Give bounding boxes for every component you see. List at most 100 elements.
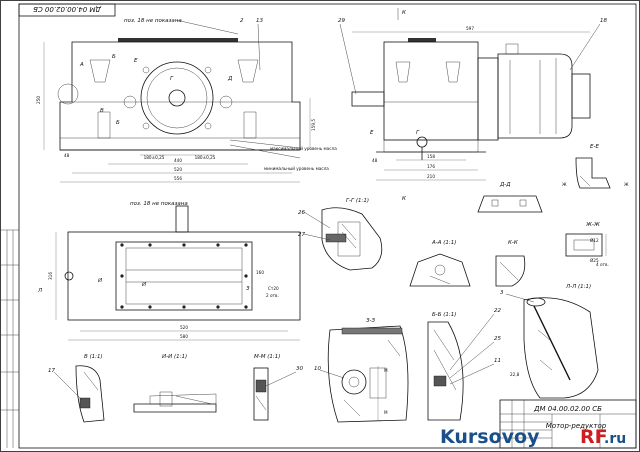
dim-plan-inner: 520 [180,325,188,330]
marker-k-side-bottom: К [402,196,407,202]
callout-10: 10 [314,366,321,372]
dim-side-inner: 176 [427,164,435,169]
site-watermark: Kursovoy RF .ru [440,426,626,448]
cover-strip [118,38,238,42]
title-hh: Ж-Ж [585,222,601,228]
title-bb: Б-Б (1:1) [432,312,456,318]
marker-i-plan: И [142,282,146,288]
marker-e-front: Е [134,58,138,64]
stamp-title: Мотор-редуктор [546,422,607,430]
marker-e-side: Е [370,130,374,136]
callout-13: 13 [256,18,263,24]
title-v: В (1:1) [84,354,103,360]
dim-ee-2: Ø25 [590,258,599,263]
electric-motor [497,53,573,139]
title-ii: И-И (1:1) [162,354,187,360]
callout-3: 3 [500,290,504,296]
marker-b-front-top: Б [112,54,116,60]
dim-side-foot: 48 [372,158,378,163]
marker-d-front: Д [227,76,233,82]
callout-26: 26 [298,210,305,216]
section-dd: Д-Д [477,182,543,213]
section-v: В (1:1) 17 [48,354,105,423]
callout-27: 27 [298,232,305,238]
dim-front-half-r: 180±0,25 [195,155,216,160]
title-mm: М-М (1:1) [254,354,280,360]
marker-g-side: Г [416,130,420,136]
note-plan: поз. 18 не показана [130,201,188,207]
section-aa: А-А (1:1) [409,240,471,287]
watermark-dom: .ru [604,431,626,447]
marker-v-front: В [100,108,104,114]
marker-b-front-bottom: Б [116,120,120,126]
shaft-bore [168,89,186,107]
dim-front-base: 520 [174,167,182,172]
callout-11: 11 [494,358,501,364]
title-kk: К-К [508,240,519,246]
section-ee: Е-Е Ж Ж [562,144,629,189]
watermark-main: Kursovoy [440,426,540,448]
callout-18: 18 [600,18,607,24]
sheet-inner-frame [18,3,637,449]
section-kk: К-К [495,240,526,287]
watermark-rf: RF [580,426,608,448]
dim-plan-width: 580 [180,334,188,339]
marker-h-ee-right: Ж [624,182,629,187]
marker-m-zz-bottom: М [384,410,388,415]
note-bolt: Ст20 [268,286,279,291]
stamp-code: ДМ 04.00.02.00 СБ [533,405,602,413]
title-aa: А-А (1:1) [431,240,456,246]
plan-body [67,231,301,321]
plan-view: поз. 18 не показана 580 520 316 160 Ст20… [37,201,301,341]
section-zz: З-З 10 М М [314,318,409,423]
flange-outer [140,61,214,135]
dim-plan-height: 316 [48,272,53,280]
section-hh: Ж-Ж 4 отв. Ø12 Ø25 [565,222,609,267]
note-bolt-count: 2 отв. [266,293,279,298]
title-zz: З-З [366,318,376,324]
callout-25: 25 [494,336,501,342]
callout-30: 30 [296,366,303,372]
dim-side-width: 597 [466,26,474,31]
callout-29: 29 [338,18,345,24]
dim-side-base: 210 [427,174,435,179]
left-margin-stamp [1,229,19,448]
section-mm: М-М (1:1) 30 [253,354,303,421]
dim-plan-slot: 160 [256,270,264,275]
callout-2: 2 [240,18,244,24]
marker-l-plan: Л [37,288,42,294]
dim-front-half-l: 180±0,25 [144,155,165,160]
dim-front-axis: 159,5 [311,119,316,131]
dim-ee-1: Ø12 [590,238,599,243]
note-min-level: минимальный уровень масла [264,166,329,171]
marker-k-side: К [402,10,407,16]
section-ll: Л-Л (1:1) 3 22,8 [500,284,599,399]
callout-17: 17 [48,368,55,374]
dim-front-inner: 440 [174,158,182,163]
marker-h-ee-left: Ж [562,182,567,187]
marker-z-plan: З [246,286,250,292]
rotated-code: ДМ 04.00.02.00 СБ [33,5,102,13]
side-view: 29 К 18 597 210 176 1 [338,8,607,202]
title-ll: Л-Л (1:1) [565,284,591,290]
dim-front-height: 250 [36,96,41,104]
title-block: ДМ 04.00.02.00 СБ Мотор-редуктор [499,399,637,449]
title-ee: Е-Е [590,144,599,150]
marker-m-zz-top: М [384,368,388,373]
dim-side-height: 158 [427,154,435,159]
detail-circle-v [57,83,79,105]
front-view: поз. 18 не показана 2 556 520 440 1 [36,18,337,183]
marker-a-front: А [79,62,84,68]
section-gg: Г-Г (1:1) 26 27 [298,198,383,271]
dim-hh: 4 отв. [596,262,609,267]
note-top: поз. 18 не показана [124,18,182,24]
rotated-code-box: ДМ 04.00.02.00 СБ [18,3,116,17]
dim-ll: 22,8 [510,372,520,377]
title-dd: Д-Д [499,182,511,188]
section-ii: И-И (1:1) [133,354,217,413]
output-shaft [351,91,385,107]
marker-i-plan-left: И [98,278,102,284]
section-bb: Б-Б (1:1) 22 25 11 [427,308,501,421]
title-gg: Г-Г (1:1) [346,198,369,204]
